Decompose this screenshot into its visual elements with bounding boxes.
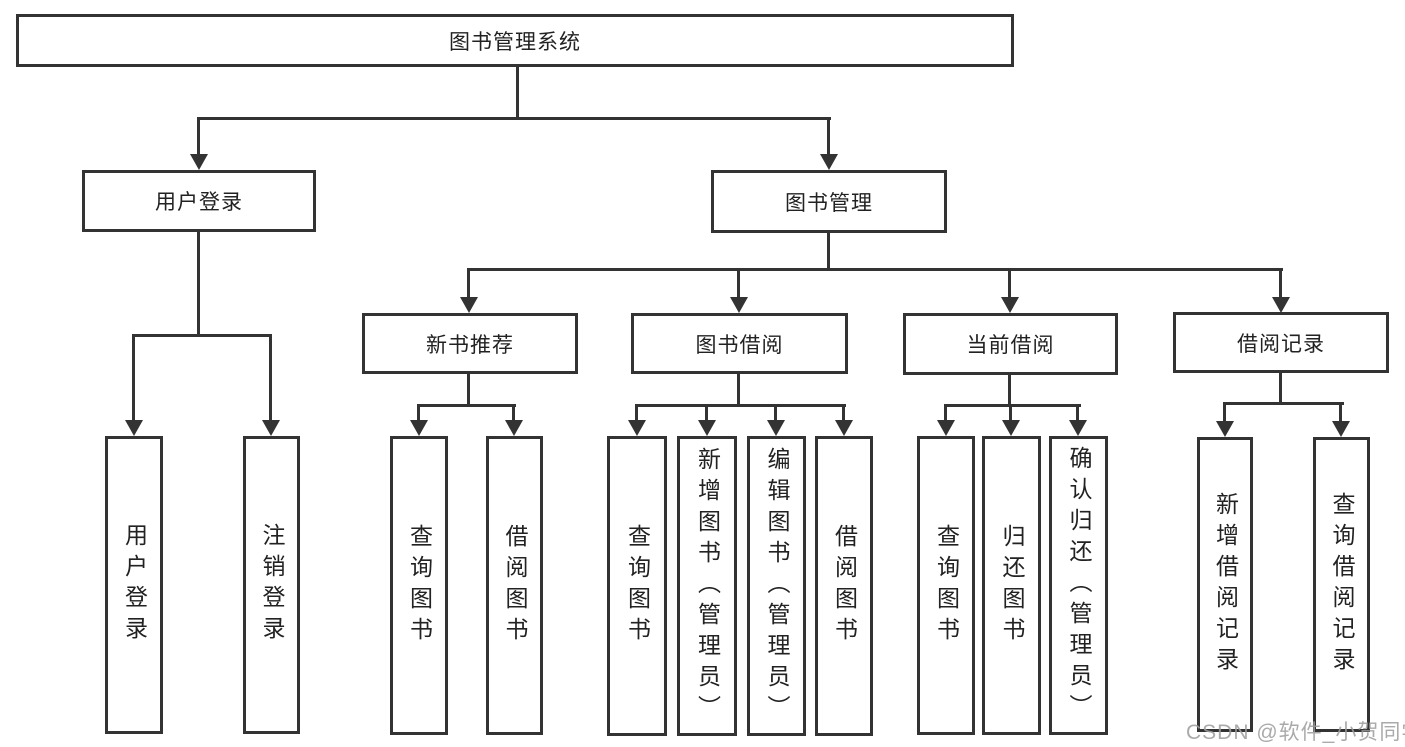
connector-stem <box>827 117 830 157</box>
connector-rail <box>417 404 516 407</box>
node-label: 新增图书（管理员） <box>694 446 721 726</box>
node-leaf-add-books-admin: 新增图书（管理员） <box>677 436 737 736</box>
connector-stem <box>417 404 420 422</box>
node-current-borrowing: 当前借阅 <box>903 313 1118 375</box>
connector-stem <box>467 374 470 407</box>
connector-stem <box>944 404 947 422</box>
arrow-down <box>1332 421 1350 437</box>
arrow-down <box>460 297 478 313</box>
node-library-management-system: 图书管理系统 <box>16 14 1014 67</box>
connector-stem <box>1009 404 1012 422</box>
connector-root-stem <box>516 67 519 119</box>
node-label: 图书管理 <box>785 191 873 215</box>
arrow-down <box>730 297 748 313</box>
node-leaf-query-books-1: 查询图书 <box>390 436 448 735</box>
node-leaf-query-books-3: 查询图书 <box>917 436 975 735</box>
arrow-down <box>262 420 280 436</box>
connector-stem <box>827 233 830 271</box>
node-leaf-logout: 注销登录 <box>243 436 300 734</box>
arrow-down <box>628 420 646 436</box>
connector-rail <box>944 404 1081 407</box>
node-label: 注销登录 <box>259 523 285 647</box>
connector-stem <box>132 334 135 422</box>
arrow-down <box>190 154 208 170</box>
node-label: 借阅记录 <box>1237 332 1325 356</box>
arrow-down <box>937 420 955 436</box>
connector-stem <box>1076 404 1079 422</box>
node-label: 用户登录 <box>155 191 243 214</box>
node-label: 图书管理系统 <box>449 30 581 54</box>
arrow-down <box>698 420 716 436</box>
arrow-down <box>1272 297 1290 313</box>
connector-stem <box>705 404 708 422</box>
connector-level3-rail <box>467 268 1283 271</box>
node-label: 图书借阅 <box>695 333 784 357</box>
arrow-down <box>125 420 143 436</box>
connector-stem <box>197 232 200 337</box>
node-label: 查询图书 <box>406 523 433 648</box>
node-label: 归还图书 <box>999 523 1025 648</box>
node-new-book-recommend: 新书推荐 <box>362 313 578 374</box>
arrow-down <box>820 154 838 170</box>
arrow-down <box>1001 297 1019 313</box>
connector-stem <box>1279 373 1282 405</box>
node-label: 新增借阅记录 <box>1212 491 1239 678</box>
node-leaf-edit-books-admin: 编辑图书（管理员） <box>747 436 806 736</box>
connector-rail <box>1223 402 1344 405</box>
node-leaf-query-borrow-record: 查询借阅记录 <box>1313 437 1370 732</box>
node-label: 用户登录 <box>121 523 148 647</box>
connector-stem <box>737 374 740 407</box>
node-leaf-user-login: 用户登录 <box>105 436 163 734</box>
connector-rail <box>635 404 846 407</box>
node-label: 确认归还（管理员） <box>1066 446 1092 725</box>
connector-stem <box>774 404 777 422</box>
node-label: 当前借阅 <box>966 334 1055 357</box>
connector-stem <box>1008 268 1011 300</box>
arrow-down <box>1216 421 1234 437</box>
node-label: 借阅图书 <box>831 524 858 648</box>
arrow-down <box>410 420 428 436</box>
node-leaf-return-books: 归还图书 <box>982 436 1041 735</box>
arrow-down <box>1002 420 1020 436</box>
connector-stem <box>842 404 845 422</box>
node-borrowing-records: 借阅记录 <box>1173 312 1389 373</box>
connector-stem <box>1008 375 1011 407</box>
arrow-down <box>1069 420 1087 436</box>
connector-stem <box>1279 268 1282 300</box>
connector-stem <box>1339 402 1342 421</box>
node-label: 编辑图书（管理员） <box>764 446 790 726</box>
csdn-watermark: CSDN @软件_小贺同学 <box>1186 721 1405 744</box>
connector-stem <box>737 268 740 300</box>
node-leaf-query-books-2: 查询图书 <box>607 436 667 736</box>
node-leaf-borrow-books-2: 借阅图书 <box>815 436 873 736</box>
connector-level2-rail <box>197 117 831 120</box>
connector-rail <box>132 334 272 337</box>
connector-stem <box>197 117 200 157</box>
connector-stem <box>467 268 470 300</box>
node-book-borrowing: 图书借阅 <box>631 313 848 374</box>
node-book-management-branch: 图书管理 <box>711 170 947 233</box>
arrow-down <box>505 420 523 436</box>
node-label: 查询借阅记录 <box>1329 491 1355 678</box>
arrow-down <box>835 420 853 436</box>
node-user-login-branch: 用户登录 <box>82 170 316 232</box>
node-leaf-confirm-return-admin: 确认归还（管理员） <box>1049 436 1108 735</box>
node-leaf-add-borrow-record: 新增借阅记录 <box>1197 437 1253 732</box>
node-label: 新书推荐 <box>426 333 514 357</box>
node-leaf-borrow-books-1: 借阅图书 <box>486 436 543 735</box>
node-label: 借阅图书 <box>502 523 528 648</box>
node-label: 查询图书 <box>624 524 651 648</box>
connector-stem <box>512 404 515 422</box>
connector-stem <box>635 404 638 422</box>
connector-stem <box>1223 402 1226 421</box>
connector-stem <box>269 334 272 422</box>
arrow-down <box>767 420 785 436</box>
node-label: 查询图书 <box>933 523 960 648</box>
